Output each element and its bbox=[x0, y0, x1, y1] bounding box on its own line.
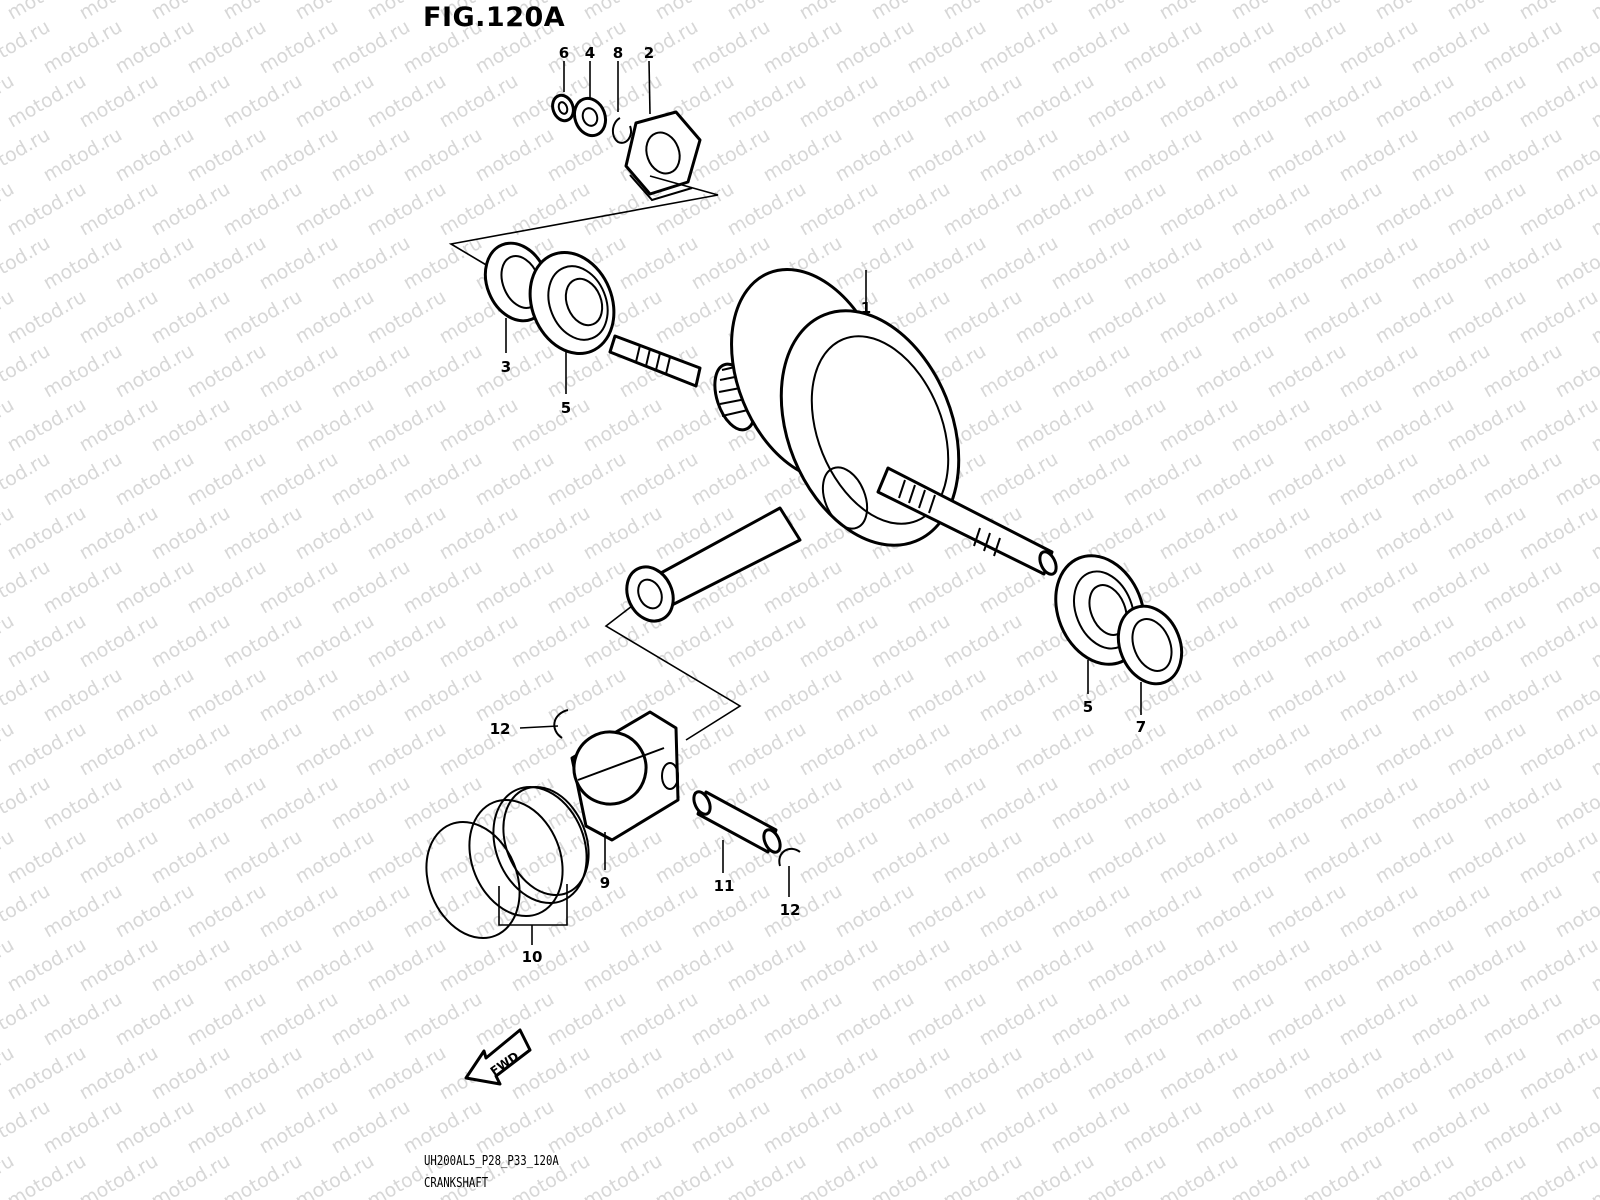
callout-12-lower: 12 bbox=[780, 901, 801, 919]
callout-6: 6 bbox=[559, 44, 569, 62]
callout-2: 2 bbox=[644, 44, 654, 62]
callout-3: 3 bbox=[501, 358, 511, 376]
assembly-line-bottom bbox=[604, 605, 742, 741]
callout-numbers: 6 4 8 2 1 3 5 5 7 12 9 11 12 10 bbox=[490, 44, 1147, 966]
callout-9: 9 bbox=[600, 874, 610, 892]
leader-lines bbox=[498, 60, 1142, 945]
figure-title: FIG.120A bbox=[423, 2, 566, 33]
assembly-line-top bbox=[448, 175, 719, 267]
callout-5-lower: 5 bbox=[1083, 698, 1093, 716]
piston-pin-circlip-upper bbox=[553, 709, 569, 739]
piston bbox=[570, 710, 680, 842]
callout-4: 4 bbox=[585, 44, 595, 62]
callout-10: 10 bbox=[522, 948, 543, 966]
small-bearing bbox=[572, 96, 608, 138]
crankshaft-assembly bbox=[608, 268, 1058, 623]
callout-8: 8 bbox=[613, 44, 623, 62]
piston-ring-set bbox=[425, 785, 590, 940]
crankshaft-bearing-left bbox=[528, 251, 616, 355]
callout-12-upper: 12 bbox=[490, 720, 511, 738]
callout-7: 7 bbox=[1136, 718, 1146, 736]
circlip-small bbox=[612, 117, 632, 144]
callout-11: 11 bbox=[714, 877, 735, 895]
callout-5-upper: 5 bbox=[561, 399, 571, 417]
piston-pin bbox=[692, 790, 782, 854]
callout-1: 1 bbox=[861, 299, 871, 317]
diagram-name: CRANKSHAFT bbox=[424, 1176, 489, 1191]
diagram-code: UH200AL5_P28_P33_120A bbox=[424, 1154, 559, 1169]
crankshaft-nut bbox=[624, 110, 702, 202]
forward-arrow-icon: FWD bbox=[464, 1028, 532, 1086]
oil-seal-right bbox=[1116, 604, 1184, 686]
oil-seal-small bbox=[551, 93, 575, 123]
piston-pin-circlip-lower bbox=[778, 847, 801, 867]
